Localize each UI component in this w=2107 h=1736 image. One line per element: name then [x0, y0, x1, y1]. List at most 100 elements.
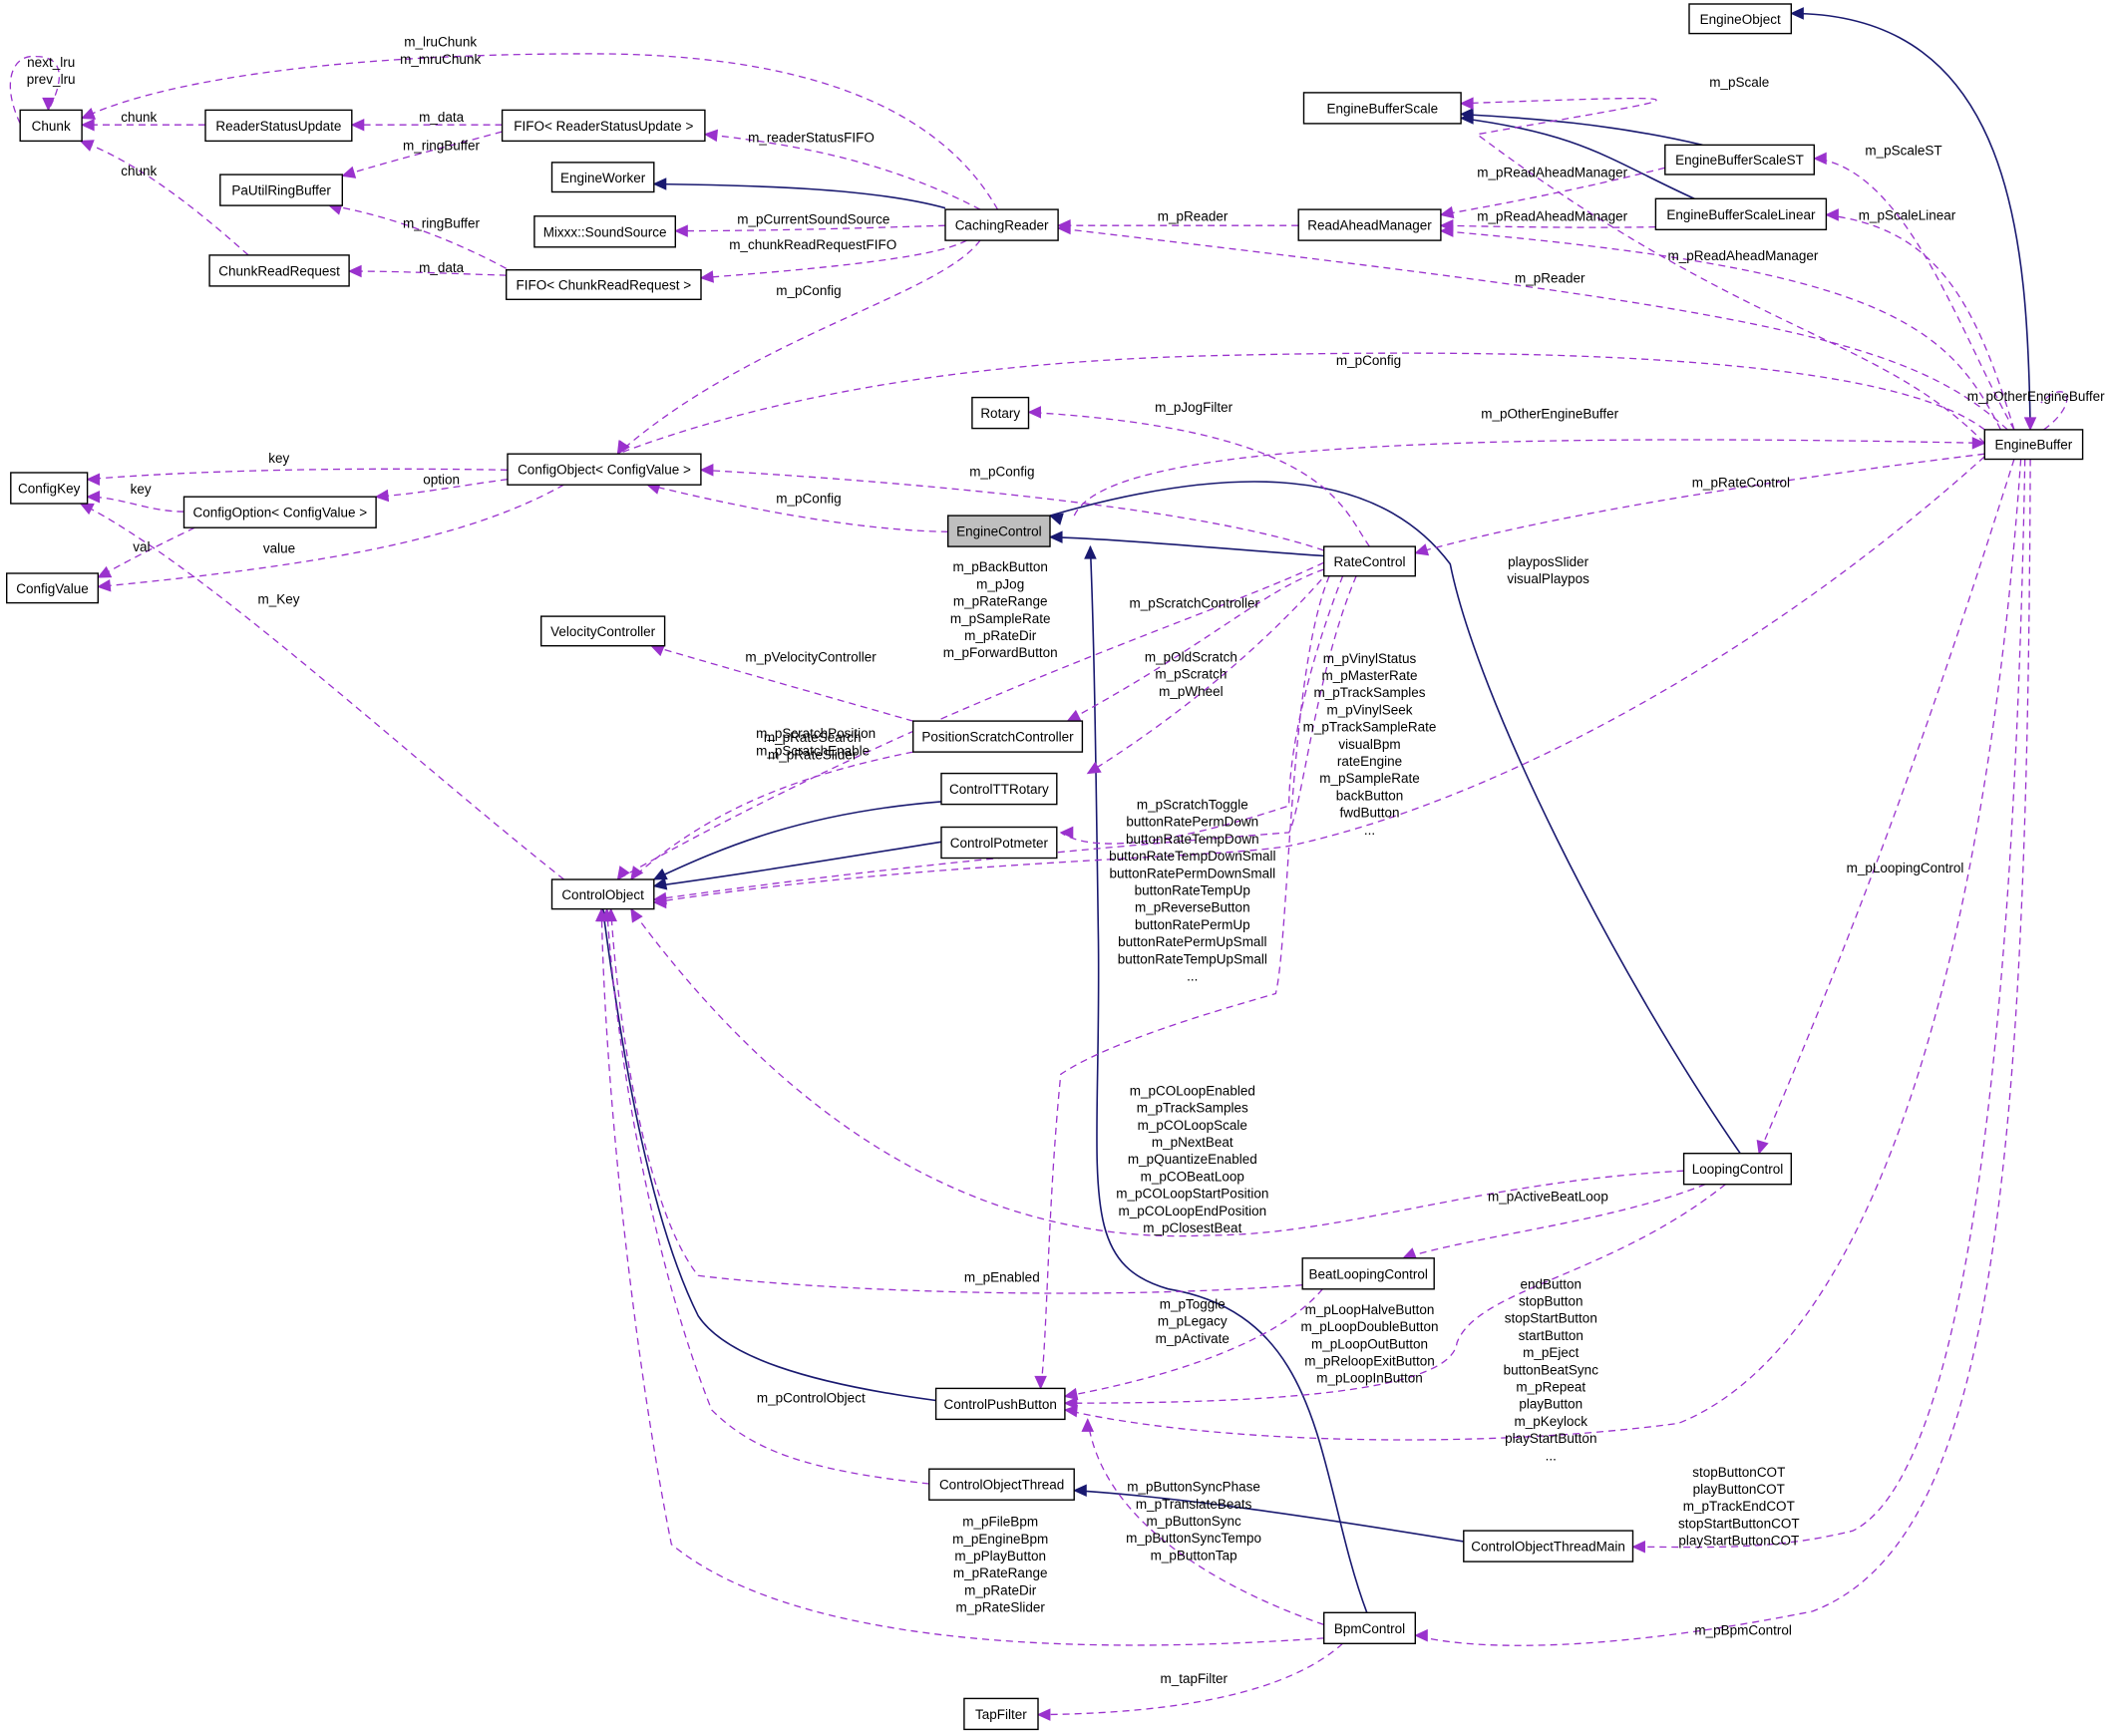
edge-label-line: m_pScaleST [1865, 144, 1941, 159]
node-label: ConfigKey [18, 482, 81, 497]
node-box [947, 515, 1051, 547]
edge-label-line: m_pRepeat [1516, 1380, 1585, 1395]
node-ratecontrol[interactable]: RateControl [1322, 545, 1416, 577]
edge-label-line: m_pReloopExitButton [1304, 1354, 1435, 1369]
node-configobject[interactable]: ConfigObject< ConfigValue > [507, 453, 702, 486]
edge-label-line: m_ringBuffer [403, 216, 481, 231]
member-edge [1461, 97, 1985, 444]
node-bpmcontrol[interactable]: BpmControl [1322, 1611, 1416, 1645]
node-enginecontrol[interactable]: EngineControl [947, 515, 1051, 547]
edge-label: m_pConfig [776, 283, 841, 298]
node-controlobject[interactable]: ControlObject [550, 878, 655, 910]
edge-label-line: m_pVinylStatus [1323, 651, 1417, 666]
node-box [19, 109, 83, 143]
member-edge [675, 224, 946, 232]
edge-label: m_pScale [1709, 75, 1769, 90]
node-box [10, 472, 89, 505]
edge-label-line: m_pLegacy [1158, 1314, 1228, 1329]
node-label: ControlTTRotary [949, 782, 1049, 797]
edge-label-line: m_pLoopOutButton [1311, 1336, 1428, 1351]
edge-label-line: playButtonCOT [1693, 1482, 1785, 1497]
inheritance-edge [1049, 535, 1324, 557]
node-fifochunk[interactable]: FIFO< ChunkReadRequest > [506, 269, 702, 301]
edge-label: m_pControlObject [757, 1391, 866, 1406]
node-configvalue[interactable]: ConfigValue [5, 572, 99, 604]
member-arrowhead [2023, 417, 2037, 432]
edge-label-line: option [423, 473, 460, 488]
member-arrowhead [347, 264, 362, 278]
node-soundsource[interactable]: Mixxx::SoundSource [533, 215, 677, 248]
edge-label-line: m_pRateSlider [956, 1600, 1046, 1615]
member-arrowhead [1056, 221, 1071, 235]
edge-label-line: m_pConfig [969, 465, 1034, 480]
node-cachingreader[interactable]: CachingReader [944, 208, 1059, 241]
node-controlttrotary[interactable]: ControlTTRotary [940, 772, 1058, 806]
node-fiforeader[interactable]: FIFO< ReaderStatusUpdate > [501, 109, 706, 143]
edge-label-line: m_pCOLoopEndPosition [1119, 1204, 1267, 1218]
member-arrowhead [1081, 1418, 1095, 1432]
edge-label-line: m_pMasterRate [1321, 668, 1417, 683]
member-arrowhead [1439, 205, 1455, 219]
member-arrowhead [1414, 1628, 1428, 1642]
node-box [1463, 1530, 1634, 1562]
edge-label: m_pReadAheadManager [1477, 165, 1627, 179]
node-rotary[interactable]: Rotary [971, 396, 1030, 430]
edge-label-line: m_data [419, 110, 465, 125]
member-edge [1826, 213, 2015, 431]
node-chunkreadrequest[interactable]: ChunkReadRequest [208, 254, 350, 287]
edge-label: key [131, 482, 152, 497]
inheritance-arrowhead [1073, 1484, 1087, 1498]
edge-label-line: m_readerStatusFIFO [748, 130, 875, 145]
node-enginebuffer[interactable]: EngineBuffer [1983, 429, 2084, 461]
node-enginebufferscale[interactable]: EngineBufferScale [1302, 92, 1462, 125]
member-arrowhead [350, 118, 365, 132]
edge-label-line: m_chunkReadRequestFIFO [729, 237, 896, 252]
node-velocitycontroller[interactable]: VelocityController [540, 615, 666, 647]
edge-label-line: m_pControlObject [757, 1391, 866, 1406]
member-edge [1060, 575, 1344, 845]
node-configkey[interactable]: ConfigKey [10, 472, 89, 505]
edge-label-line: m_pRateSearch [764, 730, 862, 745]
edge-label-line: chunk [121, 110, 157, 125]
node-engineobject[interactable]: EngineObject [1688, 3, 1793, 35]
edge-label-line: buttonRateTempDown [1126, 832, 1259, 847]
member-edge [97, 526, 195, 578]
edge-label-line: m_pReadAheadManager [1668, 248, 1819, 263]
node-beatloopingcontrol[interactable]: BeatLoopingControl [1301, 1257, 1435, 1290]
node-controlobjectthreadmain[interactable]: ControlObjectThreadMain [1463, 1530, 1634, 1562]
member-arrowhead [630, 866, 644, 881]
edge-label: m_pLoopingControl [1847, 861, 1964, 875]
node-tapfilter[interactable]: TapFilter [963, 1697, 1039, 1731]
node-readerstatusupdate[interactable]: ReaderStatusUpdate [204, 109, 353, 143]
member-edge [98, 484, 564, 588]
node-configoption[interactable]: ConfigOption< ConfigValue > [182, 496, 377, 528]
edge-label-line: m_pScratchEnable [756, 743, 870, 758]
node-box [1322, 545, 1416, 577]
edge-label: m_pLoopHalveButtonm_pLoopDoubleButtonm_p… [1300, 1302, 1438, 1386]
edge-label-line: m_pScratchToggle [1137, 798, 1248, 813]
node-controlpotmeter[interactable]: ControlPotmeter [940, 826, 1058, 860]
node-box [1664, 144, 1816, 175]
node-enginebufferscalest[interactable]: EngineBufferScaleST [1664, 144, 1816, 175]
member-edge [1440, 224, 1656, 228]
edge-label-line: m_pReader [1158, 209, 1229, 224]
node-chunk[interactable]: Chunk [19, 109, 83, 143]
node-readaheadmanager[interactable]: ReadAheadManager [1297, 208, 1442, 241]
node-controlobjectthread[interactable]: ControlObjectThread [928, 1468, 1075, 1501]
edge-label: m_pCOLoopEnabledm_pTrackSamplesm_pCOLoop… [1116, 1083, 1268, 1235]
node-loopingcontrol[interactable]: LoopingControl [1682, 1152, 1792, 1186]
member-arrowhead [42, 97, 55, 112]
edge-label-line: startButton [1519, 1328, 1583, 1343]
edge-label-line: m_pReverseButton [1135, 900, 1250, 915]
node-pautilringbuffer[interactable]: PaUtilRingBuffer [219, 174, 344, 206]
node-controlpushbutton[interactable]: ControlPushButton [934, 1387, 1066, 1421]
node-enginebufferscalelinear[interactable]: EngineBufferScaleLinear [1654, 197, 1828, 231]
edge-label: m_pButtonSyncPhasem_pTranslateBeatsm_pBu… [1126, 1480, 1261, 1563]
node-engineworker[interactable]: EngineWorker [550, 162, 655, 193]
edge-label-line: m_pScratch [1155, 667, 1227, 682]
edge-label: m_ringBuffer [403, 138, 481, 153]
node-positionscratchcontroller[interactable]: PositionScratchController [912, 720, 1084, 753]
node-label: CachingReader [955, 218, 1049, 233]
member-edge [342, 131, 503, 177]
